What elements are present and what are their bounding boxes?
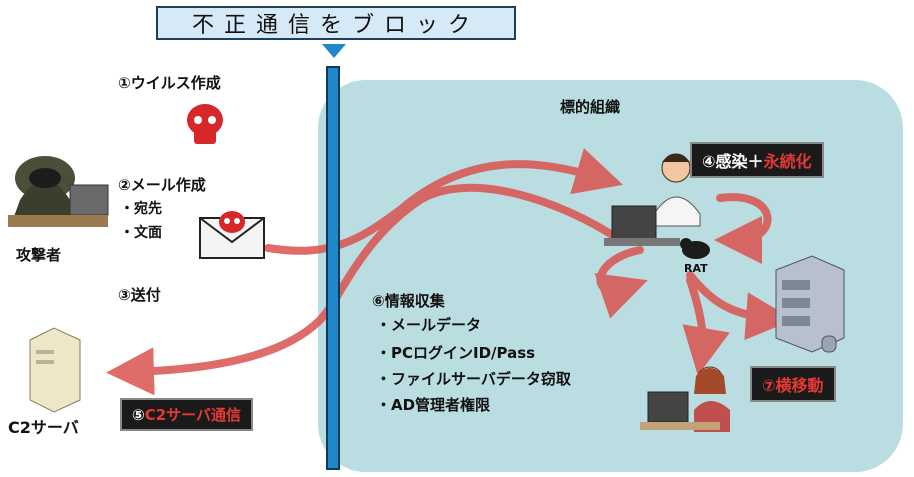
step2-label: ②メール作成 <box>118 176 206 194</box>
step2-item-body: ・文面 <box>120 225 162 241</box>
org-label: 標的組織 <box>560 98 621 116</box>
step1-label: ①ウイルス作成 <box>118 74 221 92</box>
step5-label: ⑤C2サーバ通信 <box>120 398 253 431</box>
down-triangle-icon <box>322 44 346 58</box>
step4-label: ④感染＋永続化 <box>690 142 824 178</box>
step6-label: ⑥情報収集 <box>372 292 445 310</box>
step7-label: ⑦横移動 <box>750 366 836 402</box>
persistence-loop-arrow <box>714 193 772 264</box>
firewall-wall <box>326 66 340 470</box>
block-title: 不正通信をブロック <box>156 6 516 40</box>
attacker-label: 攻撃者 <box>16 246 62 264</box>
step5-red-text: C2サーバ通信 <box>144 406 241 424</box>
lateral-to-server-arrow <box>686 271 794 341</box>
step6-item-login: ・PCログインID/Pass <box>376 344 536 362</box>
step5-prefix: ⑤ <box>132 406 145 424</box>
c2-communication-arrow <box>106 183 624 396</box>
step4-prefix: ④感染＋ <box>702 152 764 171</box>
step7-text: ⑦横移動 <box>762 376 824 395</box>
c2-server-label: C2サーバ <box>8 418 79 437</box>
step6-item-mail: ・メールデータ <box>376 316 482 334</box>
step6-item-fileserver: ・ファイルサーバデータ窃取 <box>376 370 571 388</box>
info-collect-loop-arrow <box>594 246 648 319</box>
rat-label: RAT <box>684 262 708 275</box>
step3-label: ③送付 <box>118 286 161 304</box>
step6-item-ad: ・AD管理者権限 <box>376 396 491 414</box>
lateral-to-client-arrow <box>682 276 730 376</box>
step2-item-to: ・宛先 <box>120 201 162 217</box>
step4-red-text: 永続化 <box>763 152 812 171</box>
